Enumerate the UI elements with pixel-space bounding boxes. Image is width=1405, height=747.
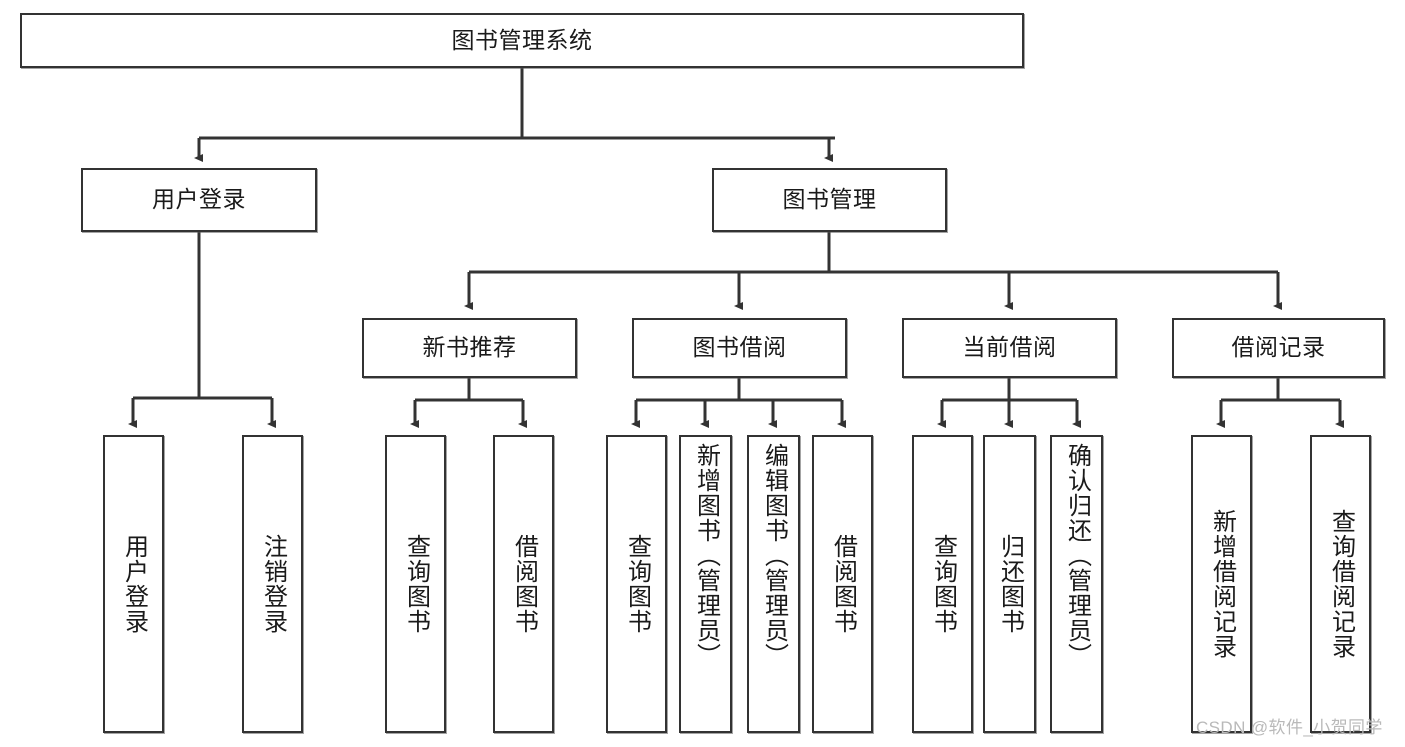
node-label: 新书推荐 [422, 334, 517, 361]
node-book-borrow[interactable]: 图书借阅 [632, 318, 847, 378]
node-label: 归还图书 [996, 534, 1024, 634]
node-leaf-query-book-current[interactable]: 查询图书 [912, 435, 973, 733]
node-label: 查询图书 [402, 534, 430, 634]
node-borrow-record[interactable]: 借阅记录 [1172, 318, 1385, 378]
node-label: 图书管理 [782, 186, 877, 213]
node-label: 用户登录 [120, 534, 148, 634]
node-leaf-return-book[interactable]: 归还图书 [983, 435, 1036, 733]
node-label: 图书借阅 [692, 334, 787, 361]
node-leaf-add-borrow-record[interactable]: 新增借阅记录 [1191, 435, 1252, 733]
node-current-borrow[interactable]: 当前借阅 [902, 318, 1117, 378]
node-label: 编辑图书（管理员） [760, 443, 788, 668]
node-label: 借阅图书 [829, 534, 857, 634]
node-leaf-add-book[interactable]: 新增图书（管理员） [679, 435, 732, 733]
node-label: 当前借阅 [962, 334, 1057, 361]
node-leaf-query-borrow-record[interactable]: 查询借阅记录 [1310, 435, 1371, 733]
node-label: 借阅图书 [510, 534, 538, 634]
node-leaf-edit-book[interactable]: 编辑图书（管理员） [747, 435, 800, 733]
node-label: 查询图书 [623, 534, 651, 634]
node-label: 注销登录 [259, 534, 287, 634]
node-label: 用户登录 [152, 186, 246, 213]
node-book-management-system[interactable]: 图书管理系统 [20, 13, 1024, 68]
node-label: 图书管理系统 [451, 26, 593, 53]
node-label: 新增借阅记录 [1208, 509, 1236, 659]
node-label: 借阅记录 [1231, 334, 1326, 361]
node-user-login[interactable]: 用户登录 [81, 168, 317, 232]
node-label: 确认归还（管理员） [1063, 443, 1091, 668]
node-new-book-recommend[interactable]: 新书推荐 [362, 318, 577, 378]
csdn-watermark: CSDN @软件_小贺同学 [1196, 718, 1383, 737]
node-label: 查询借阅记录 [1327, 509, 1355, 659]
node-leaf-user-login[interactable]: 用户登录 [103, 435, 164, 733]
node-leaf-query-book-recommend[interactable]: 查询图书 [385, 435, 446, 733]
node-leaf-borrow-book[interactable]: 借阅图书 [812, 435, 873, 733]
node-leaf-query-book-borrow[interactable]: 查询图书 [606, 435, 667, 733]
node-leaf-borrow-book-recommend[interactable]: 借阅图书 [493, 435, 554, 733]
node-label: 查询图书 [929, 534, 957, 634]
node-leaf-logout-login[interactable]: 注销登录 [242, 435, 303, 733]
node-leaf-confirm-return[interactable]: 确认归还（管理员） [1050, 435, 1103, 733]
node-book-management[interactable]: 图书管理 [712, 168, 947, 232]
node-label: 新增图书（管理员） [692, 443, 720, 668]
